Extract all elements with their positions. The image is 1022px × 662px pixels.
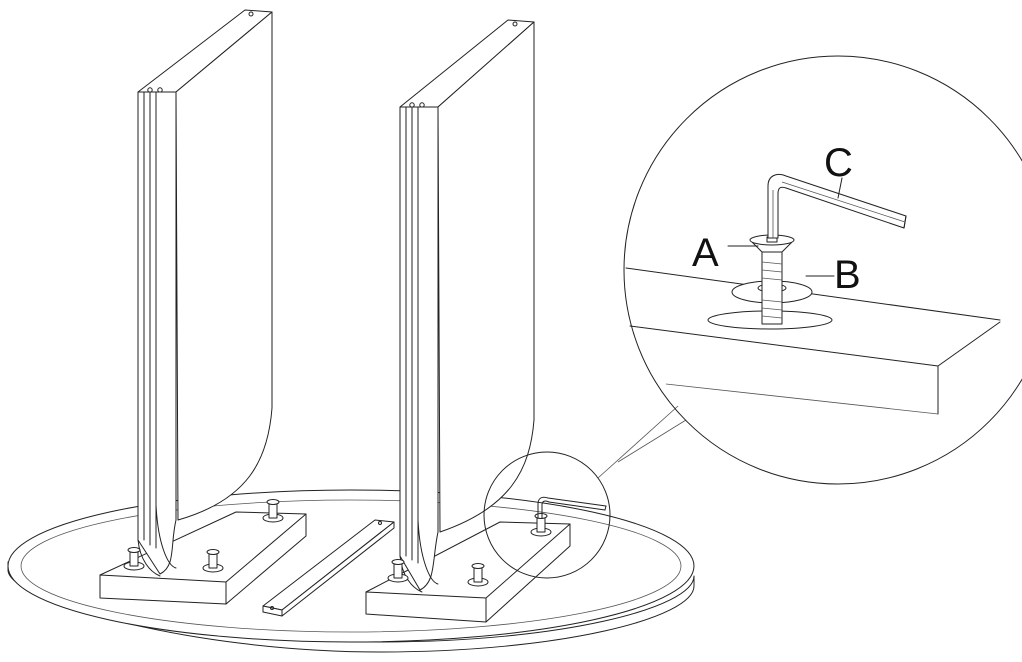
label-leaders bbox=[727, 177, 843, 277]
right-upright bbox=[399, 19, 535, 593]
screw-right-3 bbox=[530, 513, 552, 537]
hex-key-small bbox=[537, 496, 607, 519]
screw-right-2 bbox=[467, 563, 489, 587]
center-brace bbox=[262, 519, 395, 617]
screw-left-3 bbox=[262, 499, 284, 523]
screw-left-2 bbox=[202, 549, 224, 573]
detail-inset bbox=[625, 173, 1001, 415]
screw-left-1 bbox=[123, 547, 145, 571]
label-b: B bbox=[834, 253, 861, 297]
label-c: C bbox=[824, 141, 853, 185]
left-foot bbox=[99, 511, 307, 605]
detail-callout-circle-large bbox=[623, 55, 1022, 485]
screw-right-1 bbox=[387, 559, 409, 583]
label-a: A bbox=[692, 231, 719, 275]
detail-leader-lines bbox=[597, 405, 687, 479]
detail-callout-circle-small bbox=[483, 451, 611, 579]
left-upright bbox=[137, 9, 273, 577]
